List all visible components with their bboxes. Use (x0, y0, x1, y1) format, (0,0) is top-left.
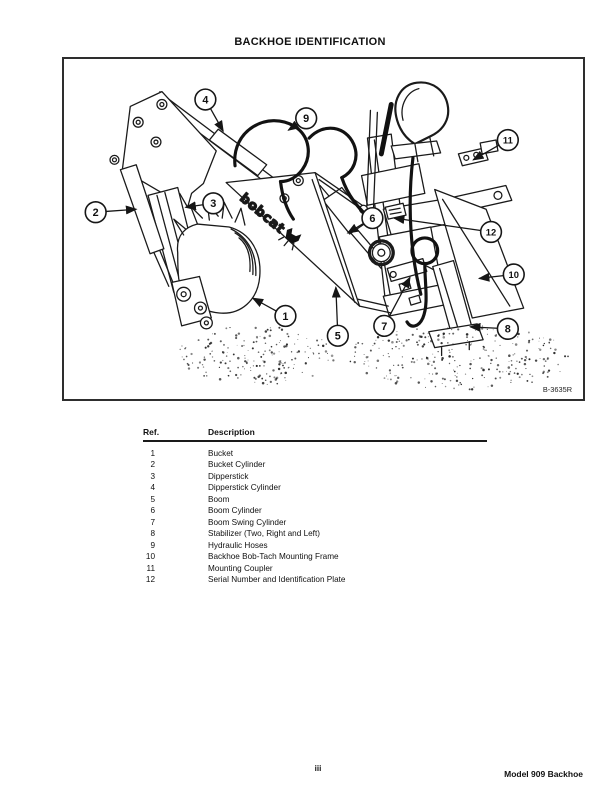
ref-cell: 8 (150, 529, 155, 539)
table-row: 2 Bucket Cylinder (143, 459, 487, 471)
table-row: 11 Mounting Coupler (143, 563, 487, 575)
callout-10: 10 (477, 263, 525, 286)
bobcat-mascot-icon (278, 228, 302, 251)
callout-7: 7 (373, 276, 411, 338)
description-cell: Bucket (208, 448, 234, 458)
description-cell: Mounting Coupler (208, 563, 273, 573)
callout-1: 1 (251, 297, 297, 328)
table-row: 8 Stabilizer (Two, Right and Left) (143, 528, 487, 540)
svg-text:5: 5 (335, 331, 341, 343)
backhoe-diagram: bobcat (84, 81, 572, 394)
ref-cell: 12 (145, 575, 155, 585)
description-cell: Boom Swing Cylinder (208, 517, 287, 527)
table-row: 4 Dipperstick Cylinder (143, 482, 487, 494)
table-row: 12 Serial Number and Identification Plate (143, 574, 487, 586)
description-cell: Serial Number and Identification Plate (208, 575, 346, 585)
description-cell: Boom Cylinder (208, 506, 262, 516)
page-title: BACKHOE IDENTIFICATION (234, 36, 386, 48)
svg-text:10: 10 (509, 270, 519, 280)
ref-cell: 6 (150, 506, 155, 516)
description-cell: Dipperstick Cylinder (208, 483, 281, 493)
svg-text:2: 2 (93, 207, 99, 219)
table-header-rule (143, 440, 487, 442)
table-row: 3 Dipperstick (143, 471, 487, 483)
callout-4: 4 (194, 88, 224, 133)
callout-5: 5 (326, 286, 349, 347)
svg-text:3: 3 (210, 198, 216, 210)
ref-cell: 10 (145, 552, 155, 562)
description-cell: Backhoe Bob-Tach Mounting Frame (208, 552, 339, 562)
figure-box: bobcat (62, 57, 585, 401)
description-cell: Hydraulic Hoses (208, 540, 268, 550)
table-row: 6 Boom Cylinder (143, 505, 487, 517)
callout-9: 9 (287, 107, 318, 131)
callout-2: 2 (84, 201, 138, 224)
svg-text:12: 12 (486, 227, 496, 237)
table-row: 5 Boom (143, 494, 487, 506)
ref-cell: 7 (150, 517, 155, 527)
table-row: 1 Bucket (143, 448, 487, 460)
ref-cell: 3 (150, 471, 155, 481)
description-column-header: Description (208, 427, 255, 437)
backhoe-line-art: bobcat (109, 81, 525, 357)
svg-text:6: 6 (369, 213, 375, 225)
table-body: 1 Bucket 2 Bucket Cylinder 3 Dipperstick 4 Dipp… (143, 448, 487, 586)
svg-text:7: 7 (381, 321, 387, 333)
ground-stipple (179, 325, 569, 391)
description-cell: Stabilizer (Two, Right and Left) (208, 529, 320, 539)
callout-8: 8 (468, 317, 519, 340)
ref-cell: 9 (150, 540, 155, 550)
description-cell: Bucket Cylinder (208, 460, 266, 470)
parts-table: Ref. Description 1 Bucket 2 Bucket Cylinder… (143, 427, 487, 586)
svg-text:1: 1 (282, 311, 288, 323)
figure-code: B-3635R (543, 385, 572, 394)
callout-11: 11 (472, 128, 519, 161)
ref-cell: 5 (150, 494, 155, 504)
footer-model-label: Model 909 Backhoe (504, 769, 583, 779)
svg-text:11: 11 (503, 135, 513, 145)
table-row: 9 Hydraulic Hoses (143, 540, 487, 552)
svg-text:8: 8 (505, 324, 511, 336)
table-row: 7 Boom Swing Cylinder (143, 517, 487, 529)
ref-cell: 4 (150, 483, 155, 493)
svg-text:9: 9 (303, 113, 309, 125)
ref-column-header: Ref. (143, 427, 160, 437)
callout-12: 12 (392, 215, 503, 244)
svg-text:4: 4 (202, 94, 208, 106)
ref-cell: 2 (150, 460, 155, 470)
description-cell: Dipperstick (208, 471, 249, 481)
ref-cell: 1 (150, 448, 155, 458)
page-number: iii (314, 764, 322, 773)
table-row: 10 Backhoe Bob-Tach Mounting Frame (143, 551, 487, 563)
ref-cell: 11 (146, 563, 156, 573)
callout-3: 3 (184, 192, 225, 215)
description-cell: Boom (208, 494, 230, 504)
callout-6: 6 (346, 206, 384, 234)
table-header-row: Ref. Description (143, 427, 487, 438)
